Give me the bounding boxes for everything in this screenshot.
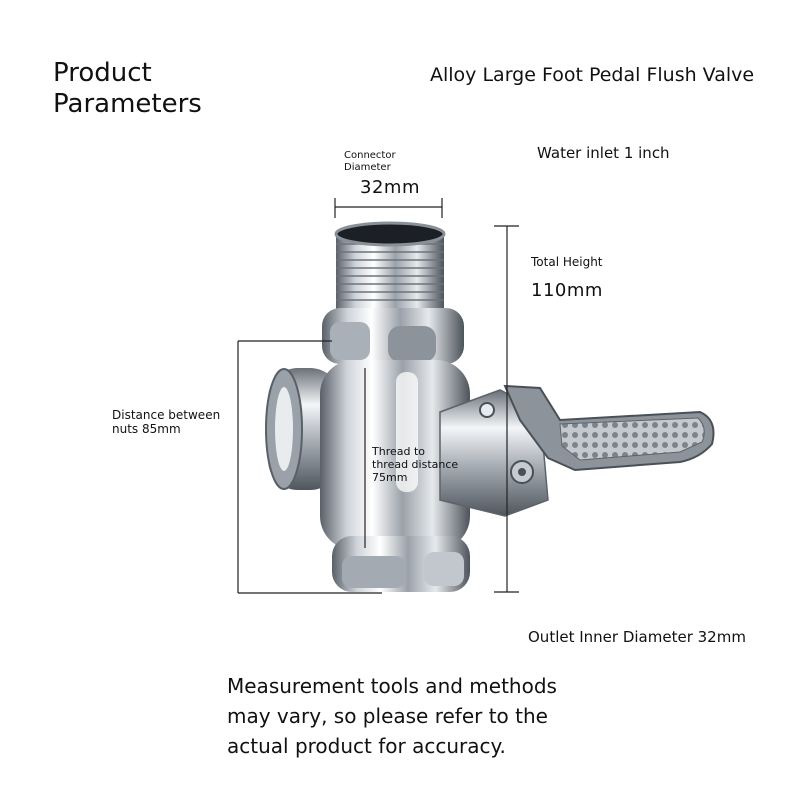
thread-distance-line-1: Thread to <box>372 445 426 458</box>
disclaimer-line-2: may vary, so please refer to the <box>227 704 548 728</box>
title-line-2: Parameters <box>53 89 202 119</box>
thread-distance-label: Thread to thread distance 75mm <box>372 445 458 484</box>
nuts-distance-line-1: Distance between <box>112 408 221 422</box>
disclaimer-line-3: actual product for accuracy. <box>227 734 506 758</box>
foot-pedal <box>503 384 715 472</box>
threaded-inlet <box>334 221 446 310</box>
lower-nut <box>332 536 470 592</box>
measurement-disclaimer: Measurement tools and methods may vary, … <box>227 671 607 761</box>
water-inlet-label: Water inlet 1 inch <box>537 144 670 162</box>
connector-label-line-1: Connector <box>344 150 396 161</box>
disclaimer-line-1: Measurement tools and methods <box>227 674 557 698</box>
title-line-1: Product <box>53 58 152 88</box>
connector-diameter-label: Connector Diameter <box>344 150 396 174</box>
nuts-distance-label: Distance between nuts 85mm <box>112 408 220 436</box>
valve-body <box>320 360 470 550</box>
thread-distance-line-2: thread distance <box>372 458 459 471</box>
outlet-diameter-label: Outlet Inner Diameter 32mm <box>528 628 746 646</box>
connector-diameter-value: 32mm <box>360 177 420 198</box>
connector-label-line-2: Diameter <box>344 162 391 173</box>
total-height-value: 110mm <box>531 280 603 301</box>
nuts-distance-line-2: nuts 85mm <box>112 422 181 436</box>
upper-nut <box>322 308 464 364</box>
dimension-lines <box>237 198 519 594</box>
total-height-label: Total Height <box>531 255 603 269</box>
product-name: Alloy Large Foot Pedal Flush Valve <box>430 64 755 86</box>
thread-distance-line-3: 75mm <box>372 471 408 484</box>
page-title: Product Parameters <box>53 58 202 120</box>
